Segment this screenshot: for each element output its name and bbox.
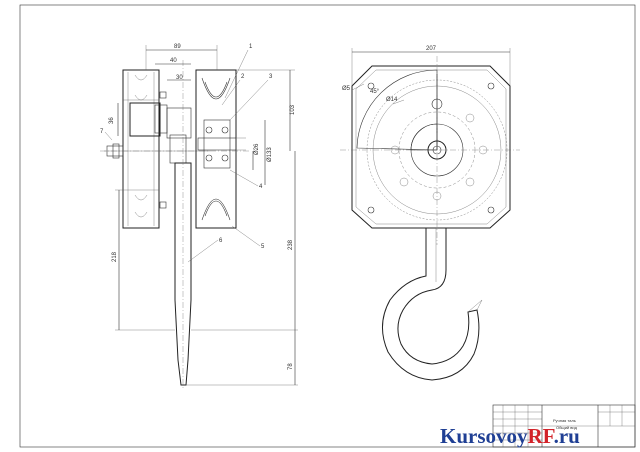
title-line-1: Ручная таль bbox=[553, 418, 576, 423]
dim-36: 36 bbox=[109, 117, 115, 124]
watermark-part-2: RF bbox=[528, 424, 555, 448]
dim-238: 238 bbox=[288, 239, 294, 250]
dim-103: 103 bbox=[290, 104, 296, 115]
leader-4: 4 bbox=[259, 184, 263, 190]
dim-phi14: Ø14 bbox=[386, 97, 398, 103]
front-view: 207 Ø5 45° Ø14 bbox=[340, 46, 520, 381]
leader-5: 5 bbox=[261, 244, 265, 250]
bracket bbox=[166, 107, 192, 139]
housing bbox=[351, 65, 511, 229]
leader-3: 3 bbox=[269, 74, 273, 80]
leader-7: 7 bbox=[100, 129, 104, 135]
watermark-logo: KursovoyRF.ru bbox=[440, 424, 580, 448]
dim-30: 30 bbox=[176, 75, 183, 81]
leader-2: 2 bbox=[241, 74, 245, 80]
dim-89: 89 bbox=[174, 44, 181, 50]
watermark-part-1: Kursovoy bbox=[440, 424, 528, 448]
hub bbox=[129, 102, 161, 137]
sheet-border bbox=[19, 4, 636, 448]
leader-1: 1 bbox=[249, 44, 253, 50]
dim-phi5: Ø5 bbox=[342, 86, 351, 92]
watermark-part-3: .ru bbox=[554, 424, 581, 448]
dim-40: 40 bbox=[170, 58, 177, 64]
dim-78: 78 bbox=[288, 363, 294, 370]
dim-133: Ø133 bbox=[267, 147, 273, 162]
dim-45: 45° bbox=[370, 89, 380, 95]
leader-6: 6 bbox=[219, 238, 223, 244]
hook bbox=[382, 227, 480, 381]
dim-218: 218 bbox=[112, 251, 118, 262]
left-drum bbox=[122, 69, 160, 229]
dim-26: Ø26 bbox=[254, 143, 260, 155]
side-view: 89 40 30 36 Ø26 Ø133 103 218 238 78 1 2 … bbox=[100, 44, 298, 390]
dim-207: 207 bbox=[426, 46, 437, 52]
section-cut bbox=[356, 69, 438, 151]
title-block: Ручная таль Общий вид bbox=[492, 404, 636, 448]
title-line-2: Общий вид bbox=[556, 425, 578, 430]
